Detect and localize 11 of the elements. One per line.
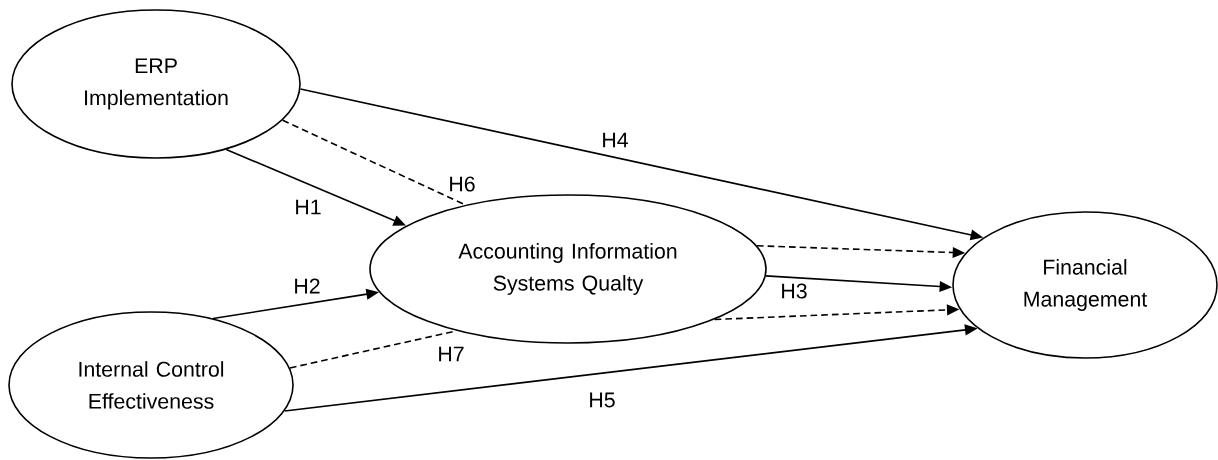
ellipse-node: ERP Implementation <box>11 9 301 159</box>
edge-label: H7 <box>439 346 464 362</box>
edge-label: H2 <box>295 278 320 294</box>
edge-label: H5 <box>590 392 615 408</box>
edge-label: H4 <box>603 132 628 148</box>
ellipse-node: Financial Management <box>952 211 1218 359</box>
edge-label: H3 <box>782 283 807 299</box>
ellipse-node: Internal Control Effectiveness <box>8 311 294 459</box>
edge-label: H1 <box>296 199 321 215</box>
edge-label: H6 <box>450 176 475 192</box>
ellipse-node: Accounting Information Systems Qualty <box>369 194 767 344</box>
